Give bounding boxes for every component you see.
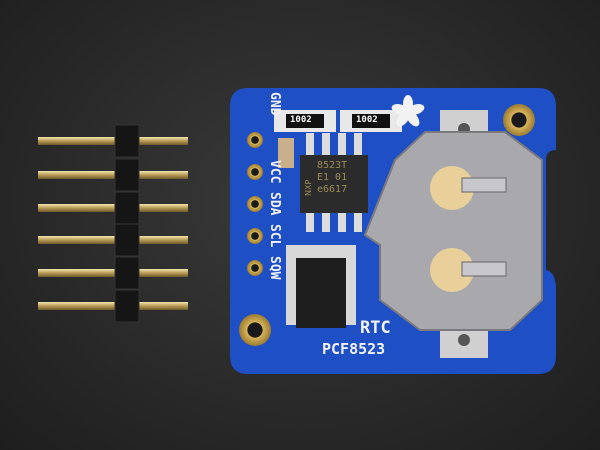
logo-petal [391, 104, 410, 116]
header-plastic-block [114, 124, 140, 158]
pin-label-gnd: GND [267, 92, 282, 116]
pin-pads [247, 132, 263, 276]
capacitor [278, 138, 294, 168]
header-plastic-block [114, 191, 140, 225]
header-pin [38, 269, 188, 277]
header-pin [38, 137, 188, 145]
mounting-hole [503, 104, 535, 136]
chip-brand: NXP [304, 179, 313, 196]
header-plastic-block [114, 256, 140, 290]
resistor-label: 1002 [290, 115, 312, 125]
header-pin [38, 236, 188, 244]
pin-label-vcc: VCC [267, 160, 282, 184]
chip-markings: 8523T E1 01 e6617 [317, 160, 348, 195]
rtc-chip [300, 133, 368, 232]
pin-label-scl: SCL [267, 224, 282, 248]
header-plastic-block [114, 289, 140, 323]
board-part-label: PCF8523 [322, 340, 386, 358]
mounting-hole [239, 314, 271, 346]
adafruit-flower-logo [391, 95, 425, 127]
header-pin [38, 171, 188, 179]
logo-petal [396, 110, 410, 127]
header-pin [38, 204, 188, 212]
pin-label-sqw: SQW [267, 256, 282, 280]
pin-header [38, 124, 188, 323]
header-plastic-block [114, 158, 140, 192]
header-plastic-block [114, 223, 140, 257]
resistor-label: 1002 [356, 115, 378, 125]
header-pin [38, 302, 188, 310]
pin-label-sda: SDA [267, 192, 282, 216]
board-name-label: RTC [360, 318, 391, 338]
